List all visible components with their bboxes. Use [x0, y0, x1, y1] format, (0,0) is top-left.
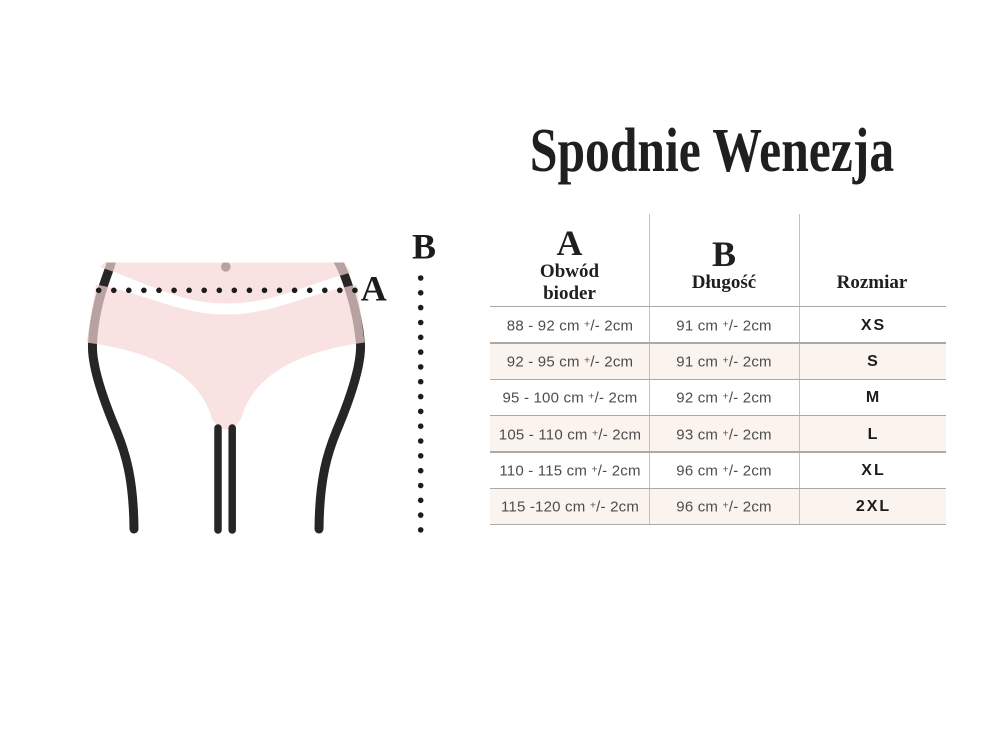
svg-text:B: B [412, 227, 436, 267]
svg-text:A: A [361, 269, 387, 309]
